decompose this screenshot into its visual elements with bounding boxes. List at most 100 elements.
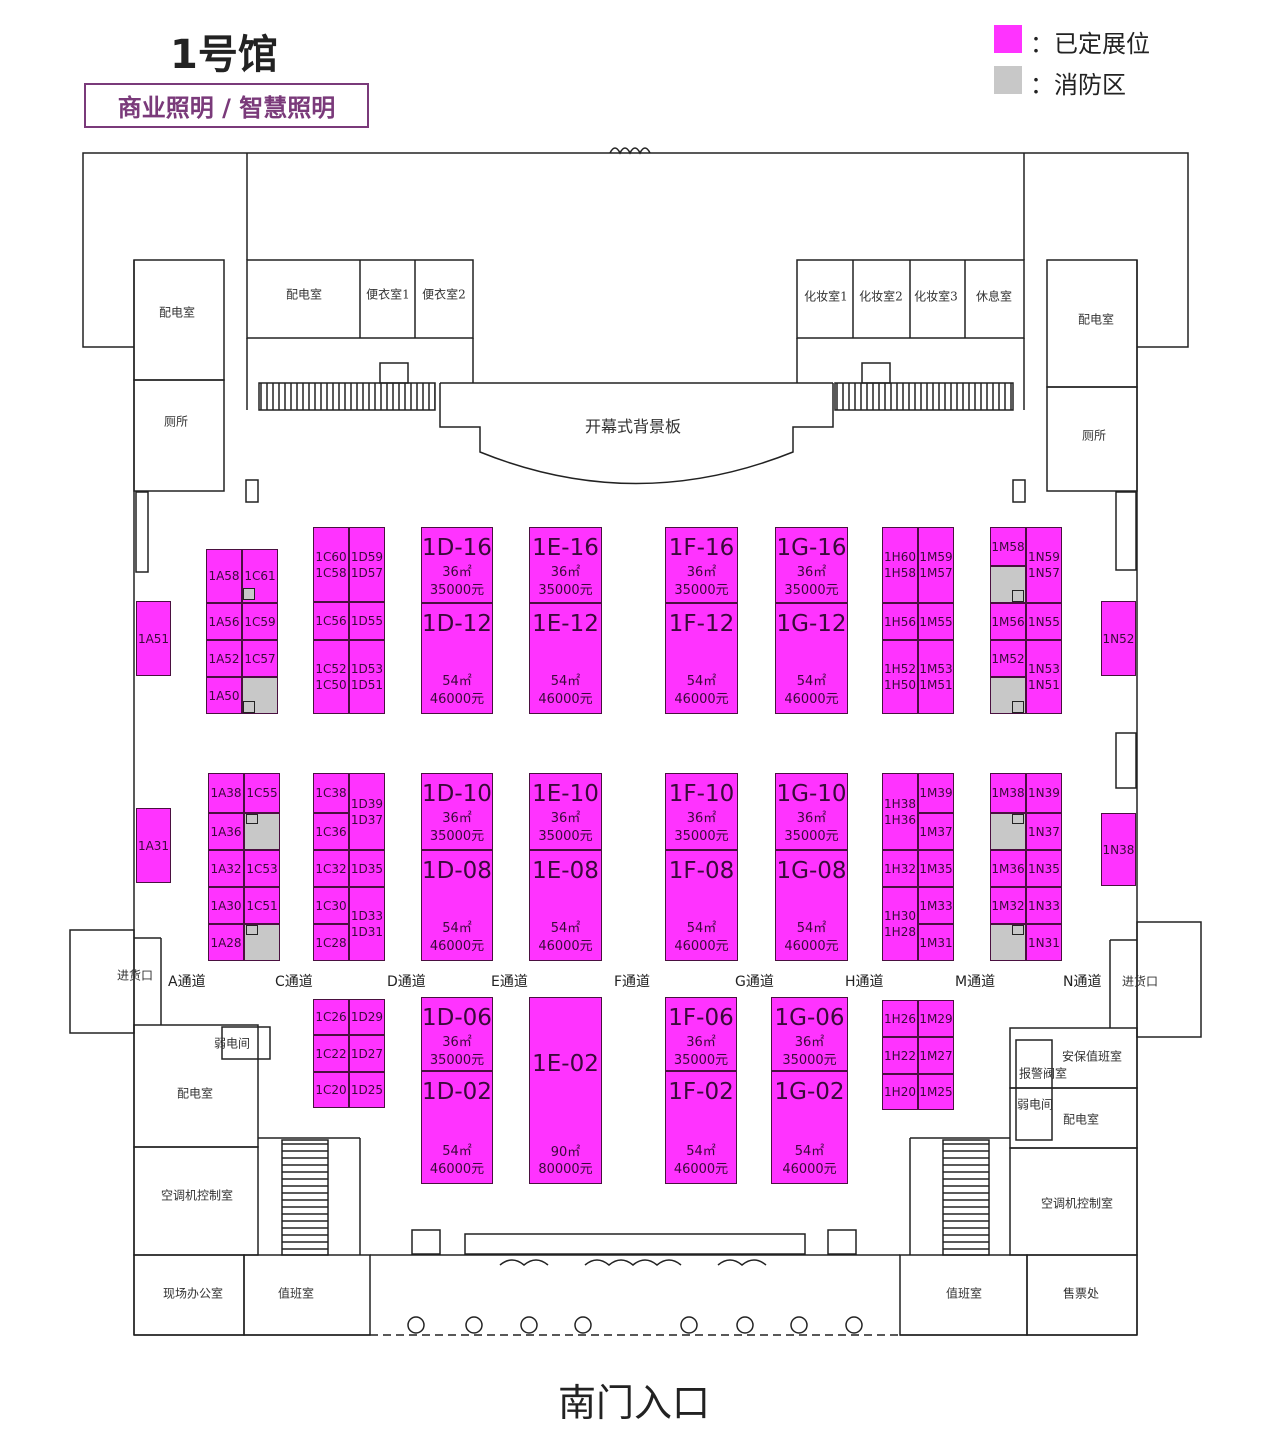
booth-1m29[interactable]: 1M29 [918,1000,954,1037]
booth-1n52[interactable]: 1N52 [1101,601,1136,676]
booth-1c22[interactable]: 1C22 [313,1035,349,1072]
booth-area: 1C58 [315,565,347,580]
booth-1h56[interactable]: 1H56 [882,603,918,640]
booth-1a58[interactable]: 1A58 [206,549,242,603]
booth-1c20[interactable]: 1C20 [313,1072,349,1108]
booth-1m58[interactable]: 1M58 [990,527,1026,566]
booth-number: 1E-12 [532,611,599,637]
booth-1m39[interactable]: 1M39 [918,773,954,813]
booth-1m27[interactable]: 1M27 [918,1037,954,1074]
booth-1n33[interactable]: 1N33 [1026,887,1062,924]
booth-1m55[interactable]: 1M55 [918,603,954,640]
booth-1d35[interactable]: 1D35 [349,850,385,887]
booth-1h26[interactable]: 1H26 [882,1000,918,1037]
booth-1c26[interactable]: 1C26 [313,999,349,1035]
booth-1m52[interactable]: 1M52 [990,640,1026,677]
booth-1c51[interactable]: 1C51 [244,887,280,924]
booth-1a32[interactable]: 1A32 [208,850,244,887]
booth-1m31[interactable]: 1M31 [918,924,954,961]
booth-1a52[interactable]: 1A52 [206,640,242,677]
booth-1d29[interactable]: 1D29 [349,999,385,1035]
booth-1a36[interactable]: 1A36 [208,813,244,850]
booth-1h32[interactable]: 1H32 [882,850,918,887]
booth-1a51[interactable]: 1A51 [136,601,171,676]
booth-1c38[interactable]: 1C38 [313,773,349,813]
booth-1a30[interactable]: 1A30 [208,887,244,924]
booth-1c53[interactable]: 1C53 [244,850,280,887]
booth-1c56[interactable]: 1C56 [313,602,349,640]
booth-1m25[interactable]: 1M25 [918,1074,954,1110]
booth-1m36[interactable]: 1M36 [990,850,1026,887]
booth-number: 1H26 [884,1011,916,1026]
booth-1m33[interactable]: 1M33 [918,887,954,924]
booth-1d55[interactable]: 1D55 [349,602,385,640]
booth-1m35[interactable]: 1M35 [918,850,954,887]
booth-1n39[interactable]: 1N39 [1026,773,1062,813]
booth-1h22[interactable]: 1H22 [882,1037,918,1074]
booth-1n31[interactable]: 1N31 [1026,924,1062,961]
booth-1a28[interactable]: 1A28 [208,924,244,961]
booth-1n35[interactable]: 1N35 [1026,850,1062,887]
booth-1d27[interactable]: 1D27 [349,1035,385,1072]
booth-1n55[interactable]: 1N55 [1026,603,1062,640]
booth-number: 1G-12 [776,611,847,637]
booth-1c32[interactable]: 1C32 [313,850,349,887]
booth-number: 1D53 [350,662,384,676]
booth-1d25[interactable]: 1D25 [349,1072,385,1108]
booth-1m37[interactable]: 1M37 [918,813,954,850]
booth-1h20[interactable]: 1H20 [882,1074,918,1110]
booth-1c28[interactable]: 1C28 [313,924,349,961]
booth-1a50[interactable]: 1A50 [206,677,242,714]
booth-1a38[interactable]: 1A38 [208,773,244,813]
booth-1a31[interactable]: 1A31 [136,808,171,883]
booth-1c55[interactable]: 1C55 [244,773,280,813]
booth-1c59[interactable]: 1C59 [242,603,278,640]
booth-1m32[interactable]: 1M32 [990,887,1026,924]
booth-1c36[interactable]: 1C36 [313,813,349,850]
booth-1a56[interactable]: 1A56 [206,603,242,640]
booth-1c30[interactable]: 1C30 [313,887,349,924]
booth-1m56[interactable]: 1M56 [990,603,1026,640]
booth-1m38[interactable]: 1M38 [990,773,1026,813]
booth-1n38[interactable]: 1N38 [1101,813,1136,886]
booth-1n37[interactable]: 1N37 [1026,813,1062,850]
booth-1c57[interactable]: 1C57 [242,640,278,677]
